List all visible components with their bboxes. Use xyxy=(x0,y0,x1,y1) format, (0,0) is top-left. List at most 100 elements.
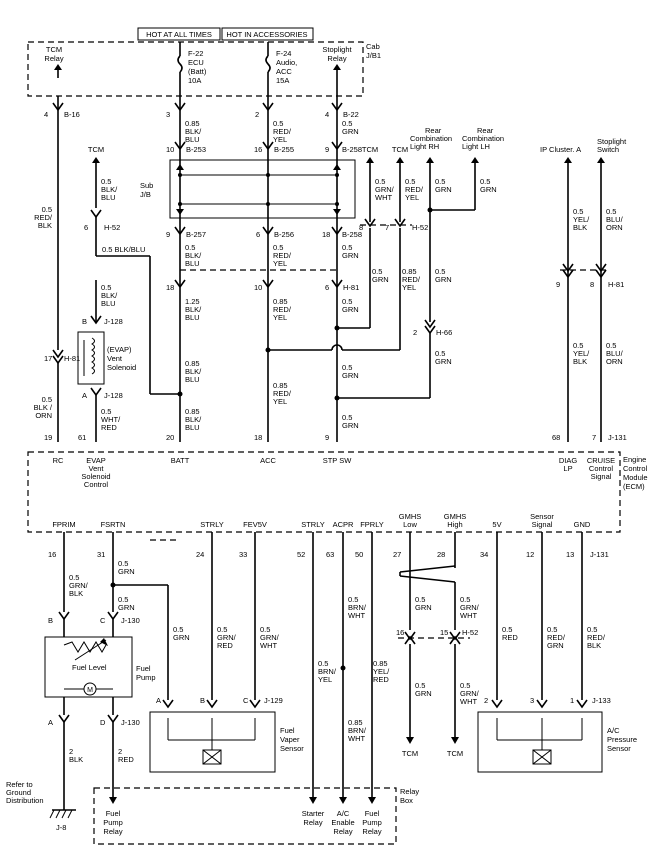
diagram-label: Refer to xyxy=(6,780,33,789)
diagram-label: 0.5 xyxy=(260,625,270,634)
tcm-branch: TCM 0.5 BLK/ BLU 6 H-52 0.5 BLK/BLU xyxy=(84,145,180,395)
diagram-label: J/B xyxy=(140,190,151,199)
diagram-label: J-130 xyxy=(121,718,140,727)
diagram-label: RED/ xyxy=(273,305,292,314)
diagram-label: GND xyxy=(574,520,591,529)
diagram-label: YEL xyxy=(273,259,287,268)
diagram-label: F-22 xyxy=(188,49,203,58)
diagram-label: 0.5 xyxy=(415,595,425,604)
wire-acc: 0.5 RED/ YEL 16 B-255 6 B-256 0.5 RED/ Y… xyxy=(254,96,294,442)
diagram-label: YEL xyxy=(402,283,416,292)
diagram-label: B-256 xyxy=(274,230,294,239)
diagram-label: WHT xyxy=(375,193,392,202)
diagram-label: J-133 xyxy=(592,696,611,705)
diagram-label: Rear xyxy=(477,126,494,135)
diagram-label: H-81 xyxy=(608,280,624,289)
diagram-label: ORN xyxy=(35,411,52,420)
diagram-label: 0.5 xyxy=(606,207,616,216)
diagram-label: H-52 xyxy=(104,223,120,232)
diagram-label: Ground xyxy=(6,788,31,797)
diagram-label: BLK xyxy=(573,223,587,232)
diagram-label: GRN xyxy=(435,185,452,194)
diagram-label: GRN xyxy=(547,641,564,650)
diagram-label: J-8 xyxy=(56,823,66,832)
diagram-label: 0.5 xyxy=(118,559,128,568)
ac-pressure-wires: 34 0.5 RED 12 0.5 RED/ GRN 13 J-131 0.5 … xyxy=(480,532,611,709)
diagram-label: TCM xyxy=(447,749,463,758)
diagram-label: Fuel xyxy=(136,664,151,673)
diagram-label: 16 xyxy=(48,550,56,559)
diagram-label: Rear xyxy=(425,126,442,135)
diagram-label: YEL xyxy=(273,313,287,322)
diagram-label: STRLY xyxy=(200,520,224,529)
diagram-label: GRN/ xyxy=(460,603,480,612)
diagram-label: RED/ xyxy=(273,127,292,136)
diagram-label: Light RH xyxy=(410,142,439,151)
diagram-label: Vent xyxy=(107,354,123,363)
diagram-label: 0.85 xyxy=(402,267,417,276)
diagram-label: Audio, xyxy=(276,58,297,67)
diagram-label: 1 xyxy=(570,696,574,705)
diagram-label: Pump xyxy=(362,818,382,827)
diagram-label: Relay xyxy=(103,827,122,836)
diagram-label: Starter xyxy=(302,809,325,818)
diagram-label: FEV5V xyxy=(243,520,267,529)
diagram-label: 0.85 xyxy=(185,359,200,368)
diagram-label: GRN xyxy=(415,689,432,698)
diagram-label: 10 xyxy=(166,145,174,154)
diagram-label: STP SW xyxy=(323,456,353,465)
diagram-label: B xyxy=(200,696,205,705)
diagram-label: Pump xyxy=(136,673,156,682)
diagram-label: GRN xyxy=(480,185,497,194)
diagram-label: 2 xyxy=(69,747,73,756)
diagram-label: 0.5 xyxy=(273,119,283,128)
diagram-label: 0.5 BLK/BLU xyxy=(102,245,145,254)
diagram-label: BLK/ xyxy=(185,415,202,424)
diagram-label: Sensor xyxy=(280,744,304,753)
diagram-label: ACPR xyxy=(333,520,354,529)
diagram-label: Pump xyxy=(103,818,123,827)
diagram-label: Light LH xyxy=(462,142,490,151)
diagram-label: A xyxy=(82,391,87,400)
diagram-label: 0.5 xyxy=(372,267,382,276)
diagram-label: TCM xyxy=(402,749,418,758)
diagram-label: 15 xyxy=(440,628,448,637)
diagram-label: RC xyxy=(53,456,64,465)
diagram-label: RED/ xyxy=(273,251,292,260)
diagram-label: B xyxy=(82,317,87,326)
diagram-label: A/C xyxy=(607,726,620,735)
diagram-label: FPRIM xyxy=(52,520,75,529)
diagram-label: 6 xyxy=(84,223,88,232)
diagram-label: Fuel xyxy=(365,809,380,818)
diagram-label: B xyxy=(48,616,53,625)
diagram-label: 68 xyxy=(552,433,560,442)
diagram-label: GRN xyxy=(342,421,359,430)
diagram-label: 0.5 xyxy=(606,341,616,350)
diagram-label: Relay xyxy=(362,827,381,836)
diagram-label: STRLY xyxy=(301,520,325,529)
diagram-label: 0.85 xyxy=(273,297,288,306)
diagram-label: YEL xyxy=(273,135,287,144)
diagram-label: 34 xyxy=(480,550,488,559)
diagram-label: 0.5 xyxy=(573,341,583,350)
diagram-label: Sub xyxy=(140,181,153,190)
diagram-label: 16 xyxy=(254,145,262,154)
diagram-label: Relay xyxy=(327,54,346,63)
diagram-label: 0.5 xyxy=(342,297,352,306)
diagram-label: WHT/ xyxy=(101,415,121,424)
diagram-label: 50 xyxy=(355,550,363,559)
diagram-label: YEL/ xyxy=(573,349,590,358)
diagram-label: Relay xyxy=(400,787,419,796)
diagram-label: 0.5 xyxy=(185,243,195,252)
diagram-label: WHT xyxy=(460,611,477,620)
diagram-label: 0.5 xyxy=(460,595,470,604)
diagram-label: ORN xyxy=(606,223,623,232)
diagram-label: 0.5 xyxy=(435,267,445,276)
diagram-label: H-81 xyxy=(64,354,80,363)
diagram-label: D xyxy=(100,718,106,727)
relay-box: Relay Box Fuel Pump Relay Starter Relay … xyxy=(93,787,419,845)
header-group: HOT AT ALL TIMES HOT IN ACCESSORIES xyxy=(137,27,314,41)
diagram-label: 0.5 xyxy=(217,625,227,634)
diagram-label: Switch xyxy=(597,145,619,154)
